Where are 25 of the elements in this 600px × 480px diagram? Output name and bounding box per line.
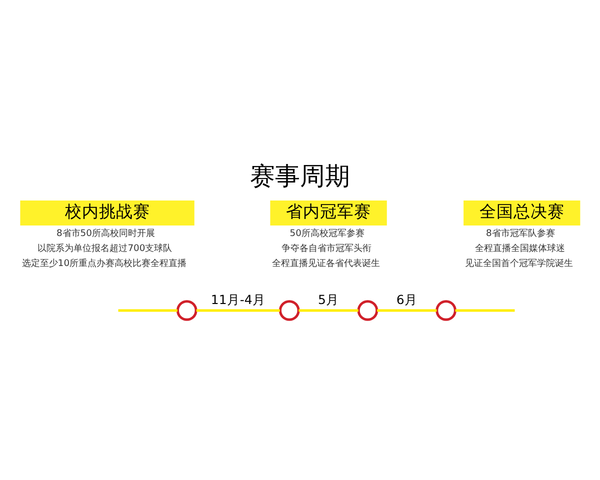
node-label: 8省市冠军队参赛	[486, 228, 555, 239]
connector	[196, 308, 280, 312]
edge-label: 11月-4月	[210, 291, 266, 306]
connector	[118, 308, 178, 312]
node-circle	[436, 300, 456, 320]
node-label: 见证全国首个冠军学院诞生	[465, 258, 574, 269]
node-label: 选定至少10所重点办赛高校比赛全程直播	[22, 258, 187, 269]
edge-label: 6月	[396, 291, 418, 306]
connector	[455, 308, 515, 312]
connector	[377, 308, 437, 312]
node-circle	[278, 300, 300, 320]
node-label: 以院系为单位报名超过700支球队	[38, 242, 172, 254]
edge-label: 5月	[318, 291, 340, 306]
node-label: 争夺各自省市冠军头衔	[281, 242, 372, 254]
diagram-title: 赛事周期	[250, 161, 350, 190]
node-label: 全程直播见证各省代表诞生	[272, 258, 380, 269]
node-box: 全国总决赛	[464, 200, 580, 225]
connector	[298, 308, 358, 312]
node-box: 校内挑战赛	[20, 200, 194, 225]
node-label: 8省市50所高校同时开展	[56, 228, 155, 239]
node-circle	[357, 300, 378, 320]
node-box: 省内冠军赛	[270, 200, 387, 225]
node-label: 全程直播全国媒体球迷	[474, 242, 565, 254]
node-circle	[176, 300, 198, 320]
node-label: 50所高校冠军参赛	[290, 228, 364, 239]
